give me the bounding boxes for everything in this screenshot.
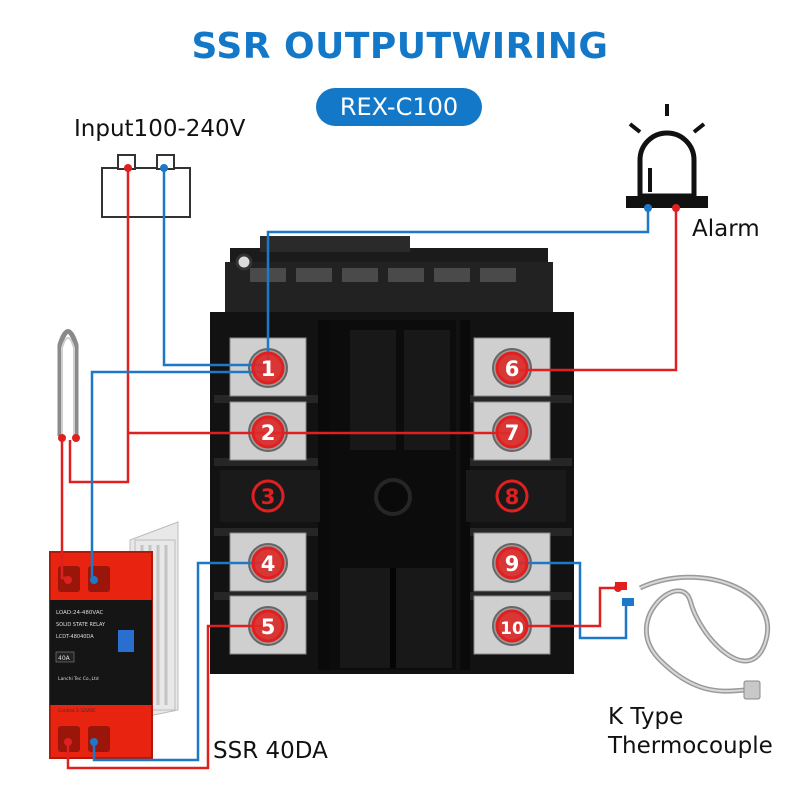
wire-5-to-ssr <box>66 624 270 770</box>
wire-10-to-thermocouple <box>512 586 618 628</box>
wire-input-live <box>68 168 130 484</box>
terminal-number: 5 <box>261 615 276 639</box>
ssr-type-text: SOLID STATE RELAY <box>56 622 106 628</box>
thermocouple-probe <box>615 574 771 700</box>
terminal-number: 2 <box>261 421 276 445</box>
terminal-number: 1 <box>261 357 276 381</box>
ssr-maker-text: Lanchi Tec Co.,Ltd <box>58 676 99 682</box>
terminal-6-badge: 6 <box>495 351 529 385</box>
terminal-8-badge: 8 <box>495 479 529 513</box>
thermocouple-label-line1: K Type <box>608 704 684 730</box>
solid-state-relay: LOAD:24-480VAC SOLID STATE RELAY LCDT-48… <box>49 521 179 759</box>
terminal-7-badge: 7 <box>495 415 529 449</box>
alarm-label: Alarm <box>692 216 760 242</box>
terminal-number: 8 <box>505 485 520 509</box>
wire-1-to-alarm <box>266 208 650 360</box>
thermocouple-label: K Type Thermocouple <box>608 703 773 761</box>
ssr-load-text: LOAD:24-480VAC <box>56 610 104 616</box>
terminal-1-badge: 1 <box>251 351 285 385</box>
terminal-number: 4 <box>261 552 276 576</box>
ssr-model-text: LCDT-48040DA <box>56 634 94 640</box>
alarm-bell-icon <box>626 104 708 208</box>
terminal-5-badge: 5 <box>251 609 285 643</box>
wire-6-to-alarm <box>512 208 678 372</box>
power-input-block <box>101 154 191 218</box>
fuse-icon <box>57 329 79 436</box>
terminal-number: 3 <box>261 485 276 509</box>
terminal-number: 7 <box>505 421 520 445</box>
terminal-10-badge: 10 <box>495 609 529 643</box>
ssr-control-text: Control:3-32VDC <box>58 708 96 714</box>
diagram-title: SSR OUTPUTWIRING <box>191 26 609 67</box>
terminal-number: 6 <box>505 357 520 381</box>
wire-4-to-ssr <box>92 561 270 762</box>
terminal-number: 10 <box>500 619 524 639</box>
terminal-3-badge: 3 <box>251 479 285 513</box>
input-power-label: Input100-240V <box>74 116 246 142</box>
ssr-label: SSR 40DA <box>213 738 328 764</box>
wire-endpoints <box>58 164 680 746</box>
wire-1-to-ssr <box>90 370 268 578</box>
ssr-rating-text: 40A <box>58 655 71 662</box>
model-badge: REX-C100 <box>316 88 482 126</box>
terminal-9-badge: 9 <box>495 546 529 580</box>
terminal-number: 9 <box>505 552 520 576</box>
wire-input-neutral <box>162 168 268 367</box>
terminal-2-badge: 2 <box>251 415 285 449</box>
wire-9-to-thermocouple <box>512 561 628 640</box>
terminal-4-badge: 4 <box>251 546 285 580</box>
thermocouple-label-line2: Thermocouple <box>608 733 773 759</box>
